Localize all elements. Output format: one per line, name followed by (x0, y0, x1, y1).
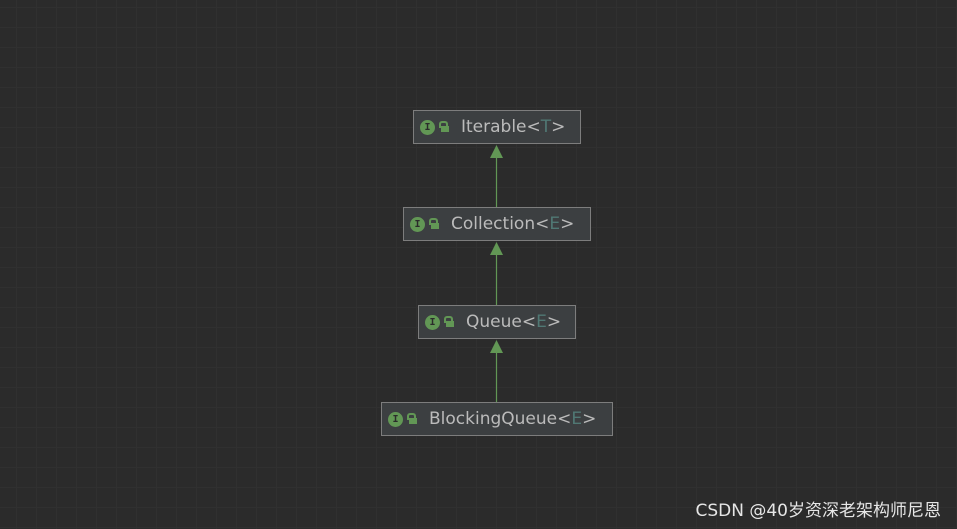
edge-blockingqueue-to-queue (490, 340, 503, 402)
node-queue[interactable]: I Queue<E> (418, 305, 576, 339)
generic-close: > (551, 117, 566, 137)
edge-collection-to-iterable (490, 145, 503, 207)
generic-open: < (526, 117, 541, 137)
node-iterable[interactable]: I Iterable<T> (413, 110, 581, 144)
generic-close: > (546, 312, 562, 332)
node-label: Iterable (461, 117, 527, 137)
lock-icon (444, 316, 454, 328)
generic-open: < (535, 214, 550, 234)
node-label: Queue (466, 312, 522, 332)
generic-close: > (582, 409, 597, 429)
lock-icon (429, 218, 439, 230)
node-collection[interactable]: I Collection<E> (403, 207, 591, 241)
interface-icon: I (425, 314, 440, 330)
lock-icon (407, 413, 417, 425)
generic-open: < (521, 312, 537, 332)
node-label: BlockingQueue (429, 409, 558, 429)
type-parameter: T (540, 117, 552, 137)
node-blockingqueue[interactable]: I BlockingQueue<E> (381, 402, 613, 436)
type-parameter: E (536, 312, 547, 332)
interface-icon: I (410, 216, 425, 232)
edge-queue-to-collection (490, 242, 503, 305)
type-parameter: E (549, 214, 561, 234)
interface-icon: I (420, 119, 435, 135)
node-label: Collection (451, 214, 536, 234)
generic-close: > (560, 214, 575, 234)
lock-icon (439, 121, 449, 133)
type-parameter: E (571, 409, 583, 429)
generic-open: < (557, 409, 572, 429)
watermark-text: CSDN @40岁资深老架构师尼恩 (695, 501, 941, 521)
interface-icon: I (388, 411, 403, 427)
